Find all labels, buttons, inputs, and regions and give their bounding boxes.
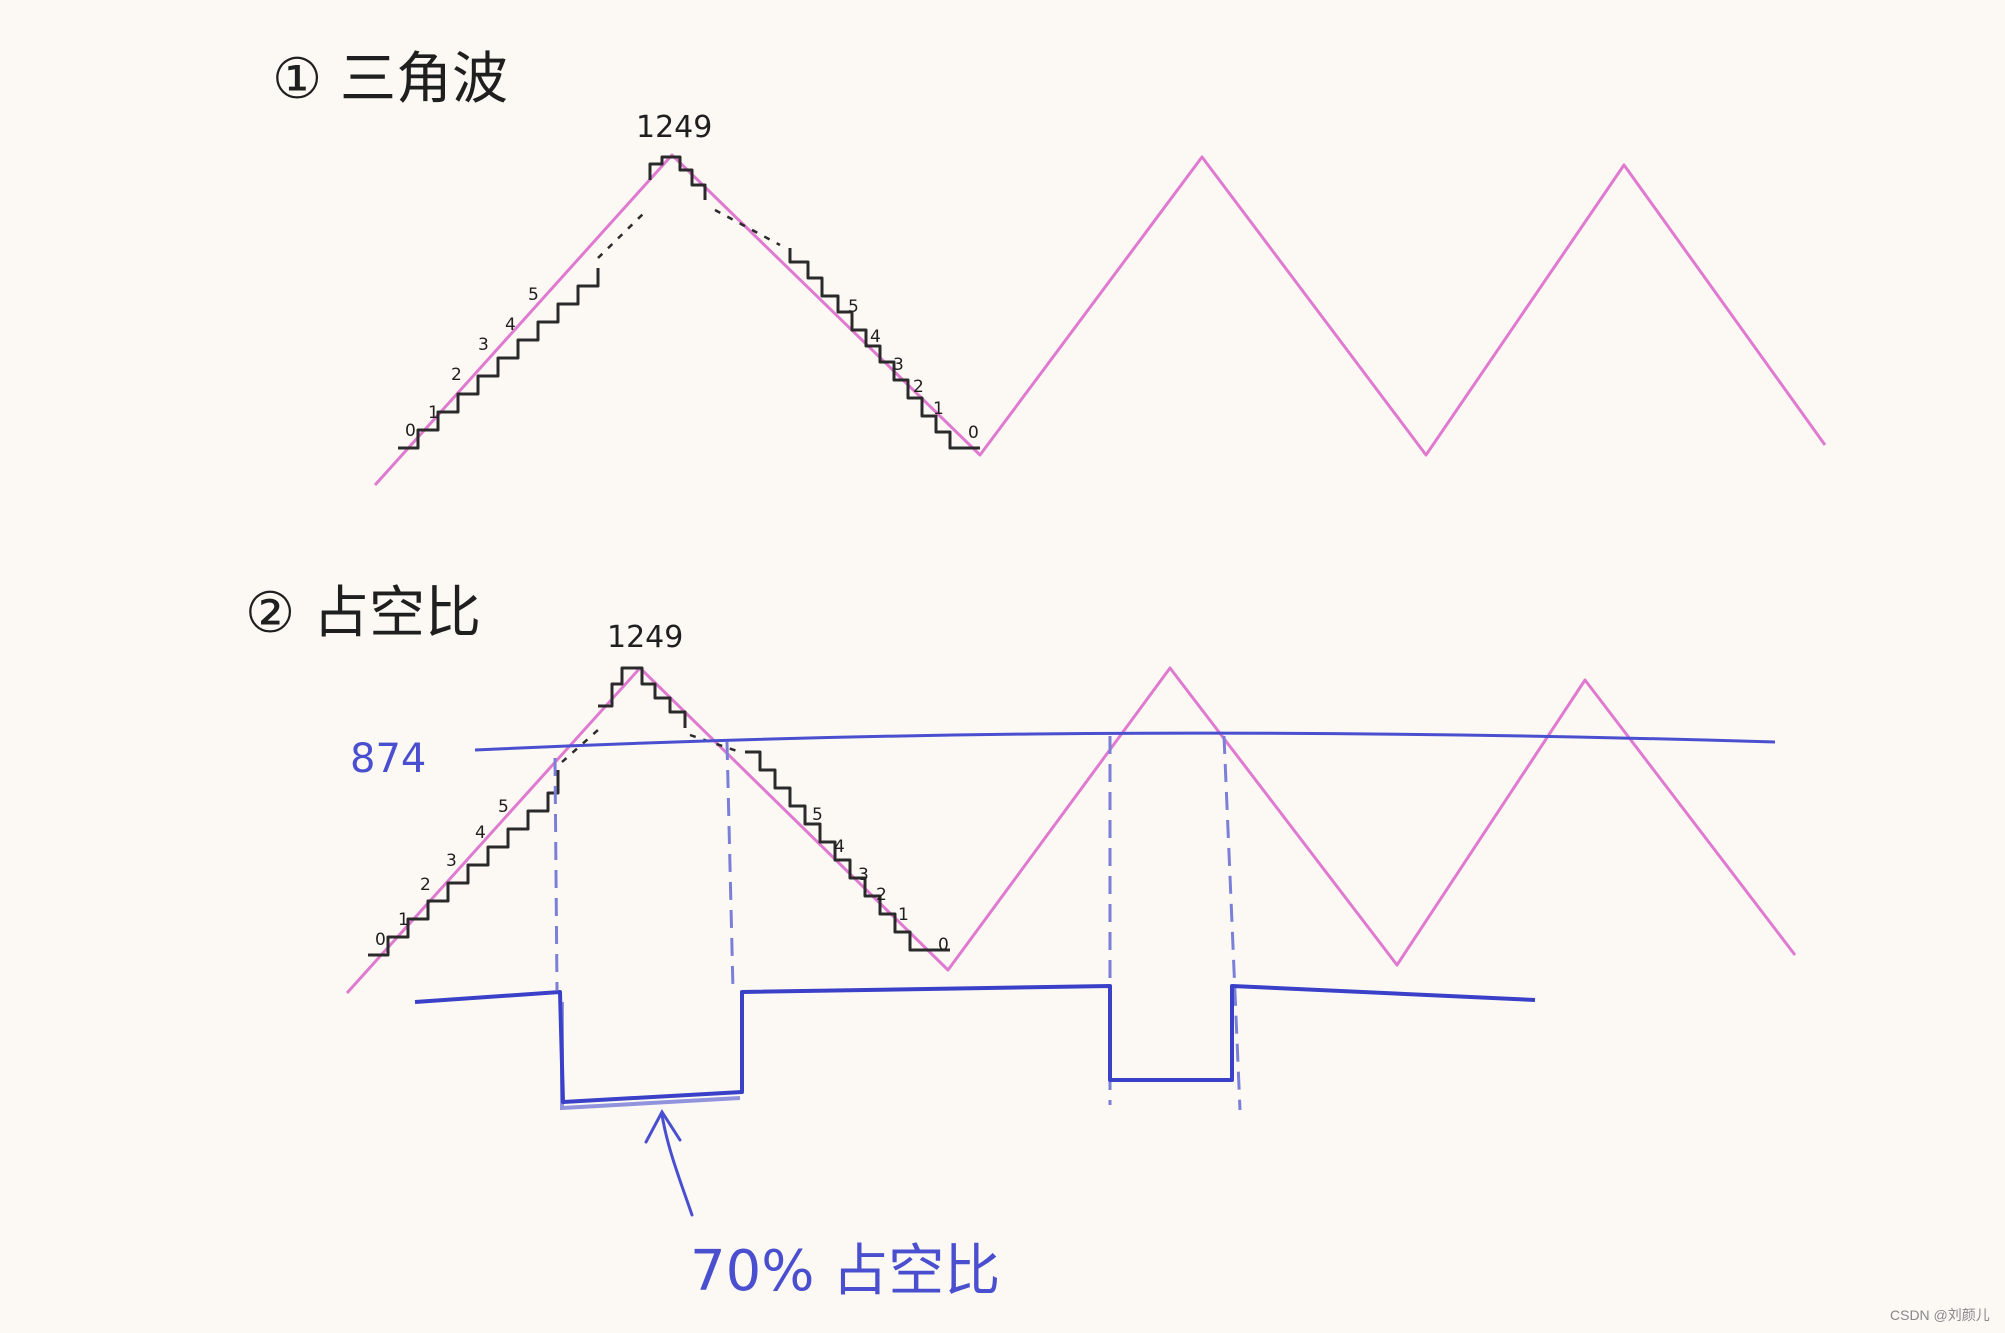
step-label: 5 xyxy=(498,797,509,817)
staircase-1 xyxy=(398,155,980,450)
step-label: 5 xyxy=(848,297,859,317)
step-label: 0 xyxy=(375,930,386,950)
threshold-label: 874 xyxy=(350,736,426,782)
rise-steps-2: 0 1 2 3 4 5 xyxy=(375,797,509,950)
step-label: 4 xyxy=(475,823,486,843)
staircase-1-dashes xyxy=(597,208,781,259)
staircase-2-dashes xyxy=(561,729,741,763)
section-2-title: ② 占空比 xyxy=(245,581,481,646)
duty-cycle-annotation: 70% 占空比 xyxy=(690,1239,1000,1304)
step-label: 1 xyxy=(398,910,409,930)
rise-steps-1: 0 1 2 3 4 5 xyxy=(405,285,539,441)
step-label: 3 xyxy=(446,851,457,871)
peak-label-2: 1249 xyxy=(607,620,683,655)
carrier-wave-2 xyxy=(345,666,1797,995)
projection-lines xyxy=(553,735,1242,1111)
step-label: 0 xyxy=(938,935,949,955)
projection-line xyxy=(553,757,559,991)
step-label: 0 xyxy=(968,423,979,443)
step-label: 0 xyxy=(405,421,416,441)
step-label: 3 xyxy=(478,335,489,355)
fall-steps-1: 5 4 3 2 1 0 xyxy=(848,297,979,443)
step-label: 2 xyxy=(876,885,887,905)
step-label: 2 xyxy=(913,377,924,397)
step-label: 5 xyxy=(812,805,823,825)
pwm-waveform xyxy=(414,984,1536,1104)
section-2: ② 占空比 1249 0 1 2 3 4 5 5 4 3 2 1 0 874 xyxy=(245,581,1797,1304)
section-1-title: ① 三角波 xyxy=(272,47,508,112)
step-label: 2 xyxy=(451,365,462,385)
step-label: 4 xyxy=(834,837,845,857)
step-label: 4 xyxy=(870,327,881,347)
step-label: 1 xyxy=(898,905,909,925)
peak-label-1: 1249 xyxy=(636,110,712,145)
fall-steps-2: 5 4 3 2 1 0 xyxy=(812,805,949,955)
watermark: CSDN @刘颜儿 xyxy=(1890,1307,1990,1323)
step-label: 3 xyxy=(893,355,904,375)
step-label: 1 xyxy=(428,403,439,423)
projection-line xyxy=(725,741,735,991)
step-label: 4 xyxy=(505,315,516,335)
section-1: ① 三角波 1249 0 1 2 3 4 5 5 4 3 2 1 0 xyxy=(272,47,1827,487)
step-label: 2 xyxy=(420,875,431,895)
annotation-arrow xyxy=(644,1109,694,1217)
threshold-line xyxy=(474,731,1776,752)
projection-line xyxy=(1222,735,1242,1111)
step-label: 3 xyxy=(858,865,869,885)
carrier-wave-1 xyxy=(373,153,1827,487)
step-label: 5 xyxy=(528,285,539,305)
pwm-waveform-shadow xyxy=(560,1002,741,1111)
staircase-2 xyxy=(368,666,950,957)
step-label: 1 xyxy=(933,399,944,419)
